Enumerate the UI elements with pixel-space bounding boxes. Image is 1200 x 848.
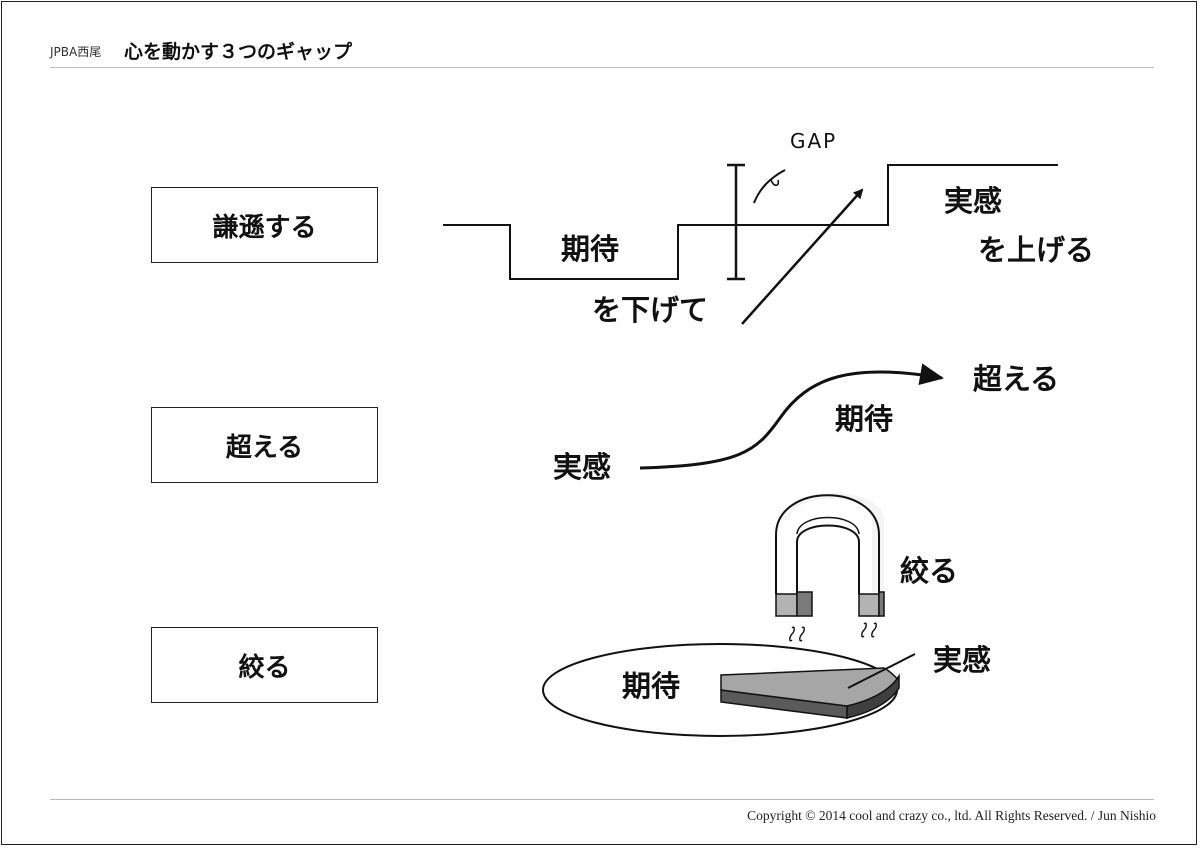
row3-narrow-label: 絞る xyxy=(900,554,959,588)
reality-leader-line xyxy=(847,653,916,689)
box-narrow-label: 絞る xyxy=(238,652,291,683)
box-narrow: 絞る xyxy=(151,627,378,703)
row3-expectation-label: 期待 xyxy=(622,669,681,703)
footer-divider xyxy=(50,799,1154,800)
footer-copyright: Copyright © 2014 cool and crazy co., ltd… xyxy=(747,808,1156,823)
row1-reality-label: 実感 xyxy=(944,184,1003,218)
page-title: 心を動かす３つのギャップ xyxy=(124,41,353,63)
row1-expectation-label: 期待 xyxy=(561,232,620,266)
header-divider xyxy=(50,67,1154,68)
row2-expectation-label: 期待 xyxy=(835,402,894,436)
row2-reality-label: 実感 xyxy=(553,450,612,484)
gap-pointer-icon xyxy=(753,169,786,204)
row2-exceed-label: 超える xyxy=(973,362,1060,396)
row1-raise-label: を上げる xyxy=(978,233,1095,267)
row1-lower-label: を下げて xyxy=(592,293,709,327)
box-exceed: 超える xyxy=(151,407,378,483)
box-exceed-label: 超える xyxy=(225,432,304,463)
row3-reality-label: 実感 xyxy=(933,643,992,677)
attraction-squiggles xyxy=(789,622,877,642)
rise-arrow xyxy=(741,188,864,325)
gap-bracket xyxy=(727,163,745,281)
reality-wedge xyxy=(720,667,900,719)
header-author: JPBA西尾 xyxy=(50,45,102,59)
exceed-curve-arrow xyxy=(639,363,944,470)
box-humble-label: 謙遜する xyxy=(212,212,317,243)
step-line xyxy=(443,164,1058,280)
gap-label: GAP xyxy=(790,129,838,153)
box-humble: 謙遜する xyxy=(151,187,378,263)
magnet-icon xyxy=(775,493,885,617)
